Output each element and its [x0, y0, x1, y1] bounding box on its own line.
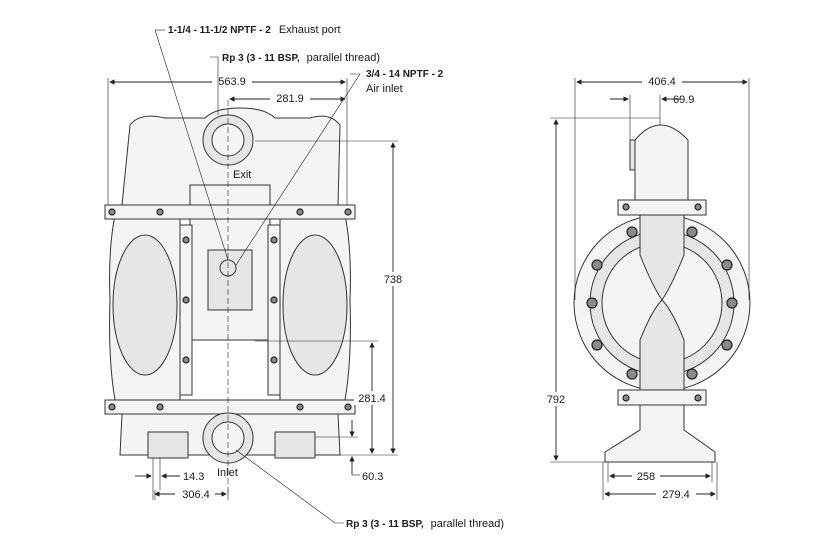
inlet-label: Inlet	[217, 467, 238, 479]
side-base	[604, 404, 716, 463]
top-bracket-side	[617, 199, 707, 216]
lower-chamber-shape	[639, 299, 685, 391]
dim-overall-width: 563.9	[218, 76, 246, 88]
right-foot	[274, 431, 316, 459]
dim-exhaust-offset: 69.9	[673, 94, 694, 106]
front-bolts	[108, 208, 352, 411]
bottom-bracket-side	[617, 389, 707, 406]
dim-side-depth: 406.4	[648, 76, 676, 88]
dim-side-height: 792	[547, 394, 565, 406]
bottom-flange	[104, 399, 356, 415]
air-inlet-thread-callout: 3/4 - 14 NPTF - 2	[366, 69, 444, 80]
air-inlet-name-callout: Air inlet	[366, 83, 403, 95]
air-valve-block	[207, 249, 253, 311]
left-fluid-cover	[112, 234, 178, 376]
left-foot	[147, 431, 189, 459]
top-manifold-side	[634, 124, 689, 201]
inlet-thread-callout: Rp 3 (3 - 11 BSP, parallel thread)	[346, 514, 504, 531]
dim-inlet-height: 281.4	[358, 393, 386, 405]
dim-inlet-offset: 306.4	[182, 489, 210, 501]
outlet-thread-callout: Rp 3 (3 - 11 BSP, parallel thread)	[222, 48, 380, 65]
side-view	[573, 124, 751, 463]
dim-foot-offset: 14.3	[183, 471, 204, 483]
dim-overall-height: 738	[384, 274, 402, 286]
exhaust-port-callout: 1-1/4 - 11-1/2 NPTF - 2 Exhaust port	[168, 20, 341, 37]
top-flange	[104, 204, 356, 220]
right-clamp-band	[267, 224, 281, 396]
exit-label: Exit	[233, 169, 251, 181]
right-fluid-cover	[282, 234, 348, 376]
dim-foot-span-outer: 279.4	[662, 489, 690, 501]
front-view	[104, 100, 356, 495]
front-callouts: 1-1/4 - 11-1/2 NPTF - 2 Exhaust port Rp …	[154, 20, 504, 531]
dim-half-width: 281.9	[276, 93, 304, 105]
dim-foot-span-inner: 258	[637, 471, 655, 483]
side-bolts	[586, 203, 738, 402]
front-dimensions: 563.9 281.9 738 281.4 60.3 14.3 306	[107, 74, 411, 501]
dim-base-height: 60.3	[362, 471, 383, 483]
side-dimensions: 406.4 69.9 792 258 279.4	[540, 74, 750, 501]
left-clamp-band	[179, 224, 193, 396]
